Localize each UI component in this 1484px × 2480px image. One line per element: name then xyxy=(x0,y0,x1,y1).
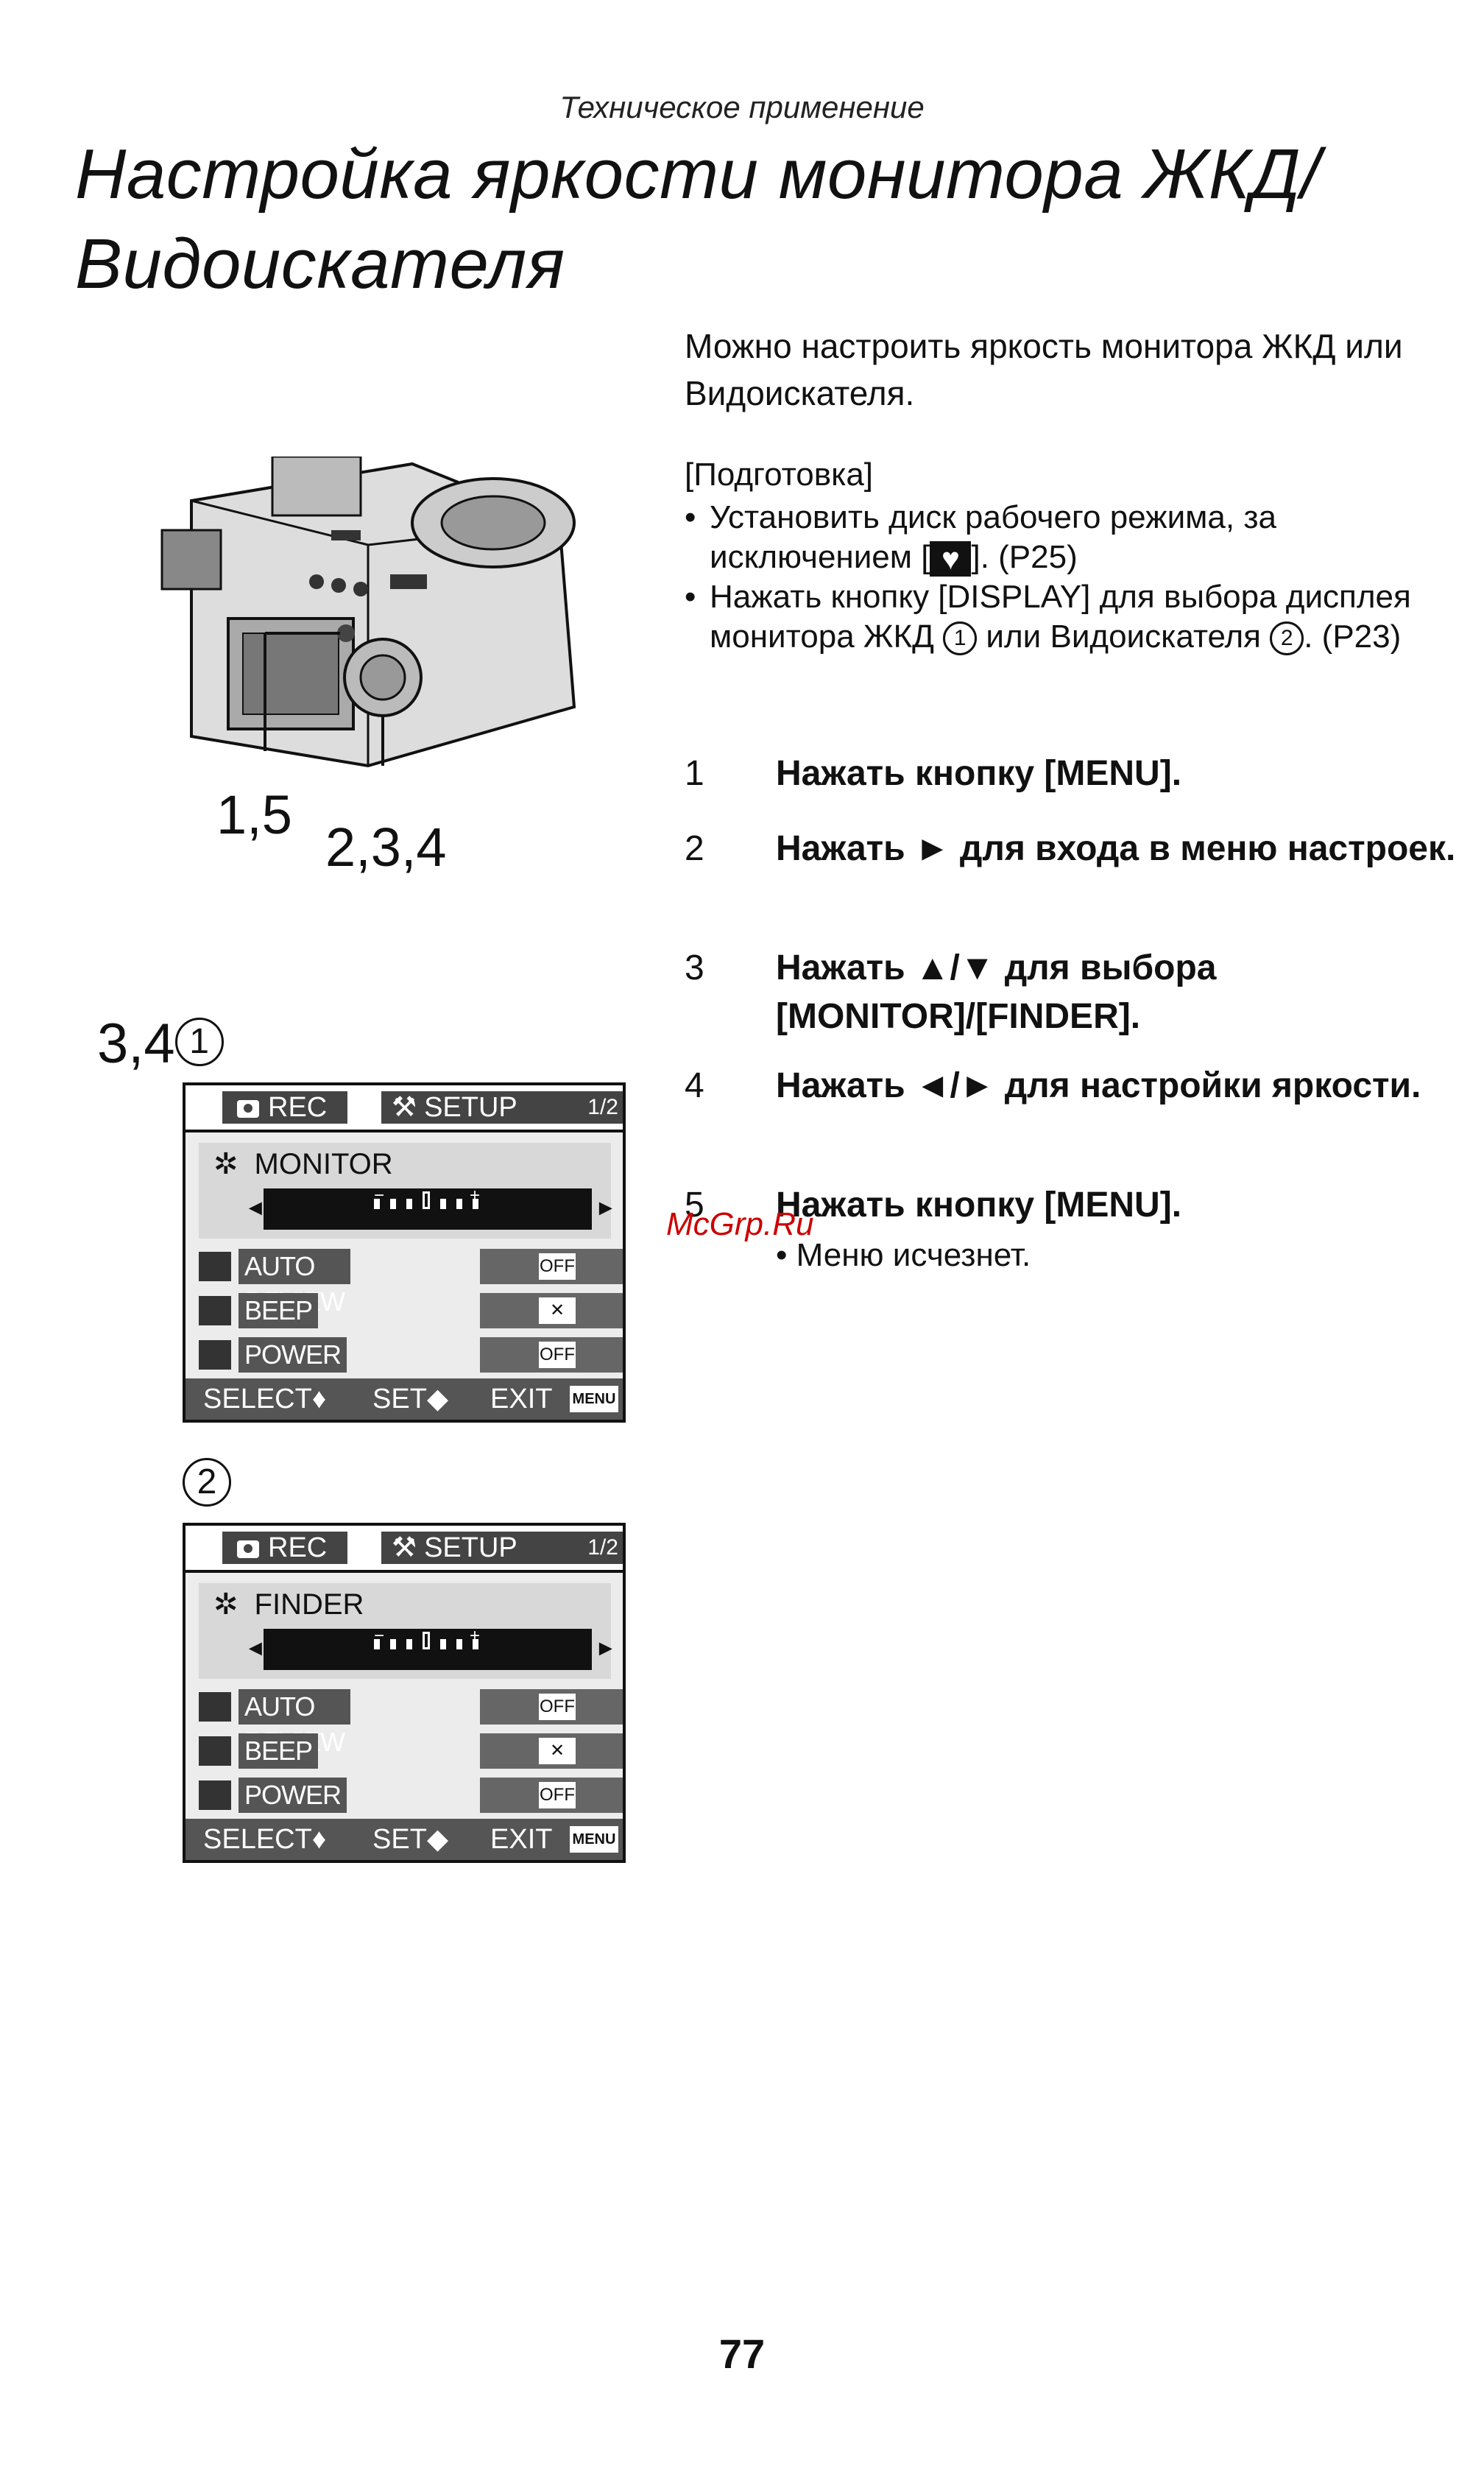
camera-drawing xyxy=(160,455,576,768)
intro-text: Можно настроить яркость монитора ЖКД или… xyxy=(685,327,1403,412)
watermark: McGrp.Ru xyxy=(666,1206,814,1242)
camera-illustration xyxy=(147,455,604,781)
tab-rec[interactable]: REC xyxy=(222,1091,347,1124)
brightness-slider[interactable]: − + xyxy=(264,1186,592,1230)
beep-icon xyxy=(199,1296,231,1325)
tab-rec[interactable]: REC xyxy=(222,1532,347,1564)
power-save-icon xyxy=(199,1340,231,1370)
slider-handle[interactable] xyxy=(423,1191,430,1209)
auto-review-icon xyxy=(199,1252,231,1281)
beep-icon xyxy=(199,1736,231,1766)
menu-footer: SELECT♦ SET◆ EXIT MENU xyxy=(186,1378,623,1420)
circled-2: 2 xyxy=(1270,621,1304,656)
preparation-block: [Подготовка] Установить диск рабочего ре… xyxy=(685,455,1428,657)
screen-2-label: 2 xyxy=(183,1458,231,1522)
selected-item-monitor[interactable]: ✲MONITOR ◄ − + ► xyxy=(199,1143,617,1239)
circled-1: 1 xyxy=(943,621,978,656)
page-number: 77 xyxy=(718,2331,766,2377)
selected-item-finder[interactable]: ✲FINDER ◄ − + ► xyxy=(199,1583,617,1679)
prep-item-1: Установить диск рабочего режима, за искл… xyxy=(685,498,1428,577)
title-line-1: Настройка яркости монитора ЖКД/ xyxy=(75,135,1321,214)
menu-button-icon: MENU xyxy=(570,1826,618,1853)
left-arrow-icon: ◄ xyxy=(244,1196,266,1220)
page-title: Настройка яркости монитора ЖКД/ Видоиска… xyxy=(75,130,1321,309)
menu-footer: SELECT♦ SET◆ EXIT MENU xyxy=(186,1819,623,1860)
heart-icon: ♥ xyxy=(930,541,972,577)
title-line-2: Видоискателя xyxy=(75,225,565,303)
auto-review-icon xyxy=(199,1692,231,1722)
section-header: Техническое применение xyxy=(559,90,925,124)
camera-label-2-3-4: 2,3,4 xyxy=(325,817,447,878)
page-indicator: 1/2 xyxy=(587,1095,618,1119)
camera-icon xyxy=(237,1099,259,1118)
prep-item-2: Нажать кнопку [DISPLAY] для выбора диспл… xyxy=(685,577,1428,657)
camera-icon xyxy=(237,1540,259,1558)
wrench-icon: ⚒ xyxy=(392,1092,417,1123)
prep-heading: [Подготовка] xyxy=(685,457,874,493)
brightness-icon: ✲ xyxy=(213,1588,239,1621)
menu-button-icon: MENU xyxy=(570,1386,618,1412)
brightness-icon: ✲ xyxy=(213,1148,239,1180)
page-indicator: 1/2 xyxy=(587,1535,618,1560)
step-5-note: • Меню исчезнет. xyxy=(776,1237,1031,1273)
left-arrow-icon: ◄ xyxy=(244,1636,266,1660)
wrench-icon: ⚒ xyxy=(392,1532,417,1563)
camera-label-1-5: 1,5 xyxy=(216,784,292,845)
power-save-icon xyxy=(199,1780,231,1810)
brightness-slider[interactable]: − + xyxy=(264,1626,592,1670)
slider-handle[interactable] xyxy=(423,1632,430,1649)
right-arrow-icon: ► xyxy=(595,1196,617,1220)
right-arrow-icon: ► xyxy=(595,1636,617,1660)
